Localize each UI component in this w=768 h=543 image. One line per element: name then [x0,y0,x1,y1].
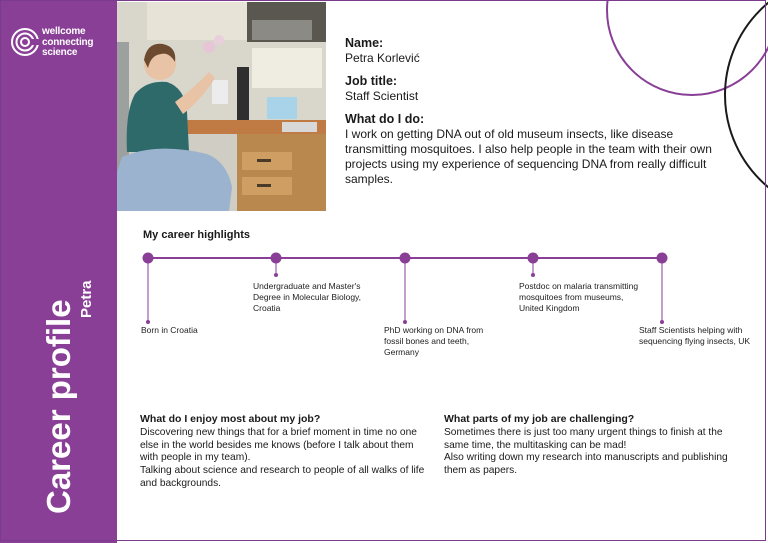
timeline-event-3: PhD working on DNA from fossil bones and… [384,325,484,357]
challenging-question: What parts of my job are challenging? [444,413,635,425]
timeline-event-2: Undergraduate and Master's Degree in Mol… [253,281,362,313]
logo-line-1: wellcome [42,26,86,37]
enjoy-answer-1: Discovering new things that for a brief … [140,426,417,464]
timeline-dot-5 [656,252,668,264]
enjoy-section: What do I enjoy most about my job? Disco… [140,413,430,491]
logo-line-2: connecting [42,36,94,48]
profile-photo [117,2,326,211]
logo-text: wellcome connecting science [42,26,94,59]
wellcome-logo: wellcome connecting science [10,26,120,61]
name-label: Name: [345,36,384,50]
logo-line-3: science [42,47,78,58]
timeline-dot-1 [142,252,154,264]
timeline-dot-4 [527,252,539,264]
challenging-answer-2: Also writing down my research into manus… [444,452,728,477]
challenging-section: What parts of my job are challenging? So… [444,413,734,478]
timeline-event-1: Born in Croatia [141,325,198,335]
sidebar: wellcome connecting science Career profi… [0,0,117,543]
enjoy-question: What do I enjoy most about my job? [140,413,321,425]
timeline-dot-3 [399,252,411,264]
timeline-dot-2 [270,252,282,264]
enjoy-answer-2: Talking about science and research to pe… [140,465,425,489]
what-do-i-do-label: What do I do: [345,112,425,126]
job-title-value: Staff Scientist [345,89,419,103]
job-title-label: Job title: [345,74,398,88]
profile-info: Name: Petra Korlević Job title: Staff Sc… [345,36,725,195]
challenging-answer-1: Sometimes there is just too many urgent … [444,426,723,451]
timeline-event-4: Postdoc on malaria transmitting mosquito… [519,281,639,313]
name-value: Petra Korlević [345,51,420,65]
timeline-event-5: Staff Scientists helping with sequencing… [639,325,751,346]
logo-rings-icon [11,28,40,56]
what-do-i-do-value: I work on getting DNA out of old museum … [345,127,712,186]
career-highlights-title: My career highlights [143,229,250,241]
